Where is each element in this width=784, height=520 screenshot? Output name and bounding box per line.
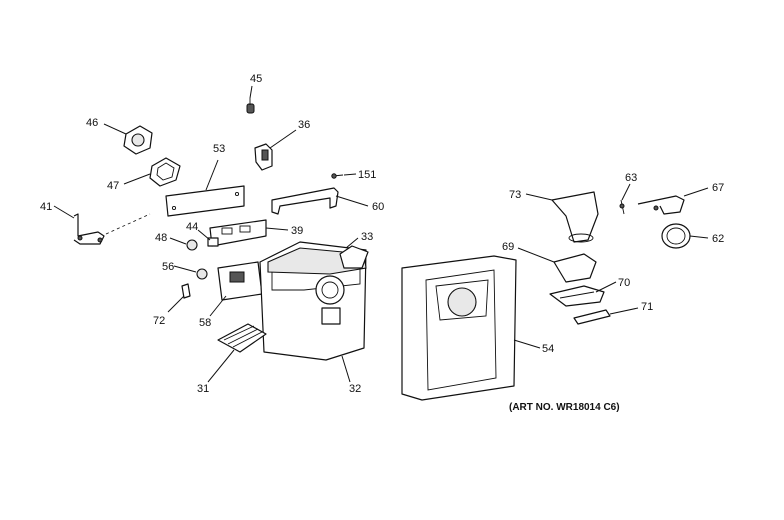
part-71-bar: [573, 309, 611, 325]
part-36-bracket: [254, 143, 273, 171]
part-151-screw: [331, 173, 344, 179]
callout-46: 46: [86, 117, 98, 129]
callout-47: 47: [107, 180, 119, 192]
callout-60: 60: [372, 201, 384, 213]
leader-lines: [53, 85, 709, 383]
callout-31: 31: [197, 383, 209, 395]
part-62-ring: [661, 223, 691, 249]
callout-58: 58: [199, 317, 211, 329]
callout-62: 62: [712, 233, 724, 245]
part-56-cap: [196, 268, 208, 280]
callout-53: 53: [213, 143, 225, 155]
callout-73: 73: [509, 189, 521, 201]
part-46-knob: [123, 125, 153, 155]
part-63-rod: [619, 199, 625, 215]
part-41-bracket: [73, 213, 151, 245]
part-47-gasket: [149, 157, 181, 187]
callout-36: 36: [298, 119, 310, 131]
callout-67: 67: [712, 182, 724, 194]
part-44-clip: [207, 237, 219, 247]
callout-71: 71: [641, 301, 653, 313]
callout-labels: 45 36 46 53 47 151 41 60 44 39 48 33 56 …: [40, 73, 724, 413]
part-73-chute: [551, 191, 599, 243]
callout-70: 70: [618, 277, 630, 289]
part-70-bracket: [549, 285, 605, 307]
part-53-panel: [165, 185, 245, 217]
callout-63: 63: [625, 172, 637, 184]
part-58-bracket: [217, 261, 263, 301]
part-45-screw: [246, 98, 255, 114]
callout-69: 69: [502, 241, 514, 253]
part-72-clip: [181, 283, 191, 299]
part-31-drip-tray: [217, 323, 267, 353]
part-67-bracket: [637, 195, 685, 215]
callout-72: 72: [153, 315, 165, 327]
callout-45: 45: [250, 73, 262, 85]
part-54-front-panel: [401, 255, 517, 401]
callout-44: 44: [186, 221, 198, 233]
part-60-lever: [271, 187, 339, 215]
part-69-bracket: [553, 253, 597, 283]
callout-151: 151: [358, 169, 376, 181]
callout-41: 41: [40, 201, 52, 213]
callout-32: 32: [349, 383, 361, 395]
callout-56: 56: [162, 261, 174, 273]
callout-33: 33: [361, 231, 373, 243]
art-number: (ART NO. WR18014 C6): [509, 402, 620, 413]
callout-48: 48: [155, 232, 167, 244]
part-33-funnel: [339, 245, 369, 269]
callout-39: 39: [291, 225, 303, 237]
part-48-grommet: [186, 239, 198, 251]
callout-54: 54: [542, 343, 554, 355]
